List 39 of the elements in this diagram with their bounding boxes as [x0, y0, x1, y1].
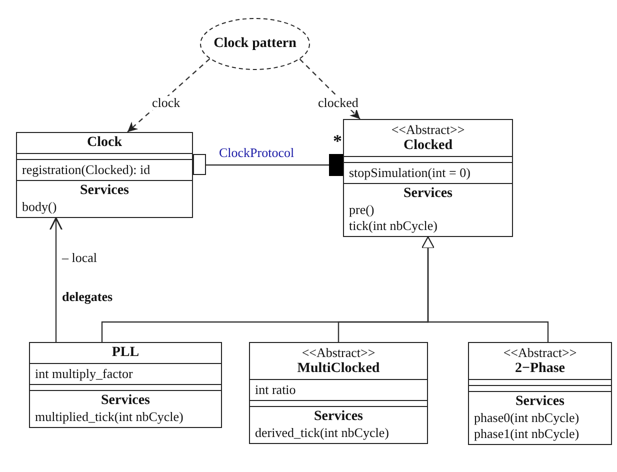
generalization-arrow: [422, 236, 549, 342]
stereotype: <<Abstract>>: [390, 122, 466, 138]
section-heading: Services: [402, 186, 454, 202]
class-name: PLL: [110, 345, 140, 361]
method-signature: pre(): [349, 202, 376, 218]
section-heading: Services: [100, 393, 151, 409]
class-name: Clock: [86, 135, 123, 151]
edge-label: clocked: [318, 96, 358, 110]
class-box: [16, 132, 193, 218]
class-box: [468, 342, 612, 445]
method-signature: stopSimulation(int = 0): [349, 165, 472, 181]
edge-label: delegates: [62, 290, 113, 304]
class-box: [343, 119, 513, 237]
class-box: [29, 342, 222, 428]
method-signature: tick(int nbCycle): [349, 218, 438, 234]
class-box: [249, 342, 428, 444]
method-signature: phase1(int nbCycle): [474, 426, 580, 442]
method-signature: derived_tick(int nbCycle): [255, 425, 390, 441]
pattern-name: Clock pattern: [214, 36, 296, 52]
class-name: 2−Phase: [514, 361, 566, 377]
section-heading: Services: [79, 183, 130, 199]
attribute: int multiply_factor: [35, 366, 134, 382]
method-signature: phase0(int nbCycle): [474, 410, 580, 426]
stereotype: <<Abstract>>: [300, 345, 376, 361]
edge-label: ClockProtocol: [219, 146, 294, 160]
method-signature: registration(Clocked): id: [22, 162, 152, 178]
role-name: – local: [62, 251, 98, 265]
association-arrow: [49, 217, 63, 342]
section-heading: Services: [514, 394, 566, 410]
method-signature: multiplied_tick(int nbCycle): [35, 409, 184, 425]
section-heading: Services: [313, 409, 364, 425]
class-name: MultiClocked: [296, 361, 381, 377]
dashed-arrow: [127, 58, 210, 132]
edge-label: clock: [152, 96, 180, 110]
class-name: Clocked: [402, 138, 454, 154]
method-signature: body(): [22, 199, 58, 215]
port-connector: [193, 154, 343, 176]
attribute: int ratio: [255, 382, 297, 398]
stereotype: <<Abstract>>: [502, 345, 578, 361]
